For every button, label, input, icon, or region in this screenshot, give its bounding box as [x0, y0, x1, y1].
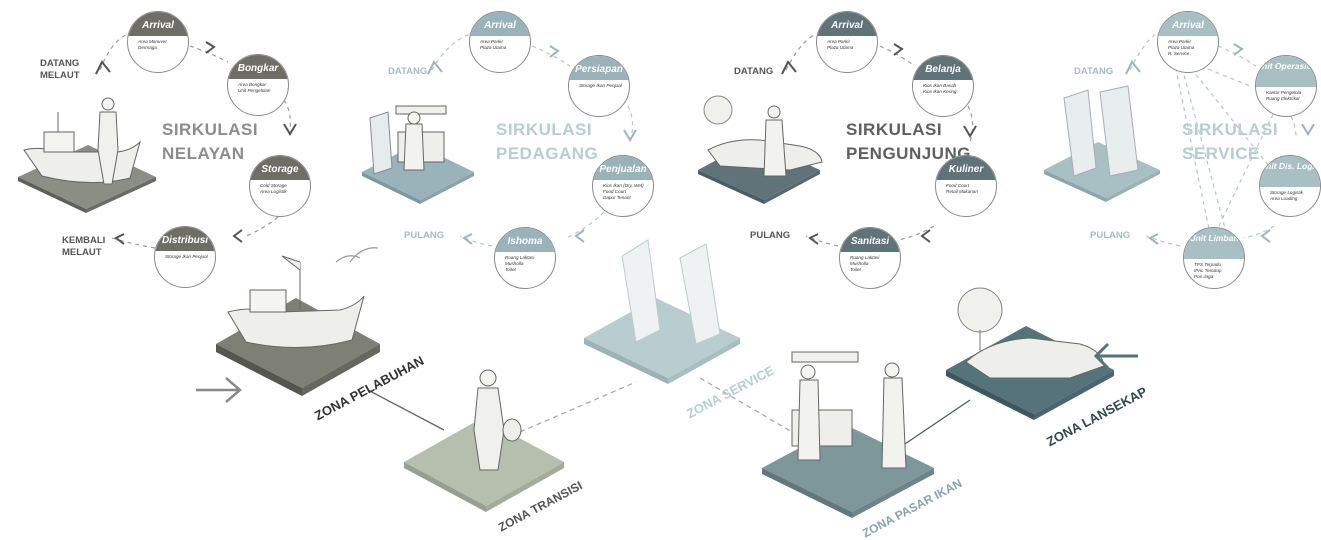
pedagang-arrows — [427, 45, 637, 245]
entry-arrow-left — [196, 377, 242, 403]
datang-melaut-label: DATANG MELAUT — [40, 58, 80, 82]
zone-connectors — [367, 377, 971, 451]
datang-label: DATANG — [734, 66, 774, 77]
node-item: Area Parkir — [827, 39, 850, 44]
sirkulasi-nelayan-title: SIRKULASI NELAYAN — [162, 118, 258, 166]
zona-transisi-platform — [404, 369, 564, 512]
node-item: Area Bongkar — [238, 82, 267, 87]
node-item: IPAL Tertutup — [1194, 268, 1222, 273]
label-line-2: MELAUT — [62, 247, 102, 258]
pengunjung-circulation-loop — [785, 33, 974, 247]
node-item: Area Loading — [1270, 196, 1298, 201]
node-item: Food Court — [946, 183, 969, 188]
node-item: Kantor Pengelola — [1266, 90, 1302, 95]
node-item: Ruang Elektrikal — [1266, 96, 1300, 101]
node-item: Kios Ikan (Dry, Wet) — [603, 183, 644, 188]
node-item: Kios Ikan Kering — [923, 89, 957, 94]
node-item: Area Logistik — [260, 189, 287, 194]
node-item: Storage Ikan Penjual — [579, 83, 622, 88]
pulang-label: PULANG — [1090, 230, 1131, 241]
node-nelayan-distribusi: Distribusi Storage Ikan Penjual — [154, 226, 216, 288]
node-pedagang-penjualan: Penjualan Kios Ikan (Dry, Wet)Food Court… — [592, 155, 654, 217]
pengunjung-platform — [698, 95, 823, 204]
label-line-2: MELAUT — [40, 70, 80, 81]
node-item: Cold Storage — [260, 183, 287, 188]
node-item: Area Manuver — [138, 39, 167, 44]
node-item: Unit Pengelolan — [238, 88, 271, 93]
label-line-1: KEMBALI — [62, 235, 106, 246]
node-item: Ruang Laktasi — [850, 255, 880, 260]
node-item: Pos Jaga — [1194, 274, 1214, 279]
pulang-label: PULANG — [750, 230, 791, 241]
title-line-1: SIRKULASI — [1182, 120, 1279, 139]
node-item: Musholla — [850, 261, 869, 266]
sirkulasi-pedagang-title: SIRKULASI PEDAGANG — [496, 118, 598, 166]
zona-service-platform — [584, 239, 740, 384]
node-item: Food Court — [603, 189, 626, 194]
node-item: Plaza Utama — [480, 45, 507, 50]
datang-label: DATANG — [1074, 66, 1114, 77]
node-service-unit-dis-logistik: Unit Dis. Logistik Storage LogistikArea … — [1259, 155, 1321, 217]
circulation-diagram: SIRKULASI NELAYAN DATANG MELAUT KEMBALI … — [18, 11, 1321, 540]
zona-pelabuhan-platform — [216, 247, 380, 396]
label-line-1: DATANG — [40, 58, 80, 69]
title-line-2: NELAYAN — [162, 144, 245, 163]
zona-lansekap-platform — [946, 287, 1114, 420]
node-item: Plaza Utama — [827, 45, 854, 50]
node-item: Area Parkir — [480, 39, 503, 44]
node-item: Storage Ikan Penjual — [165, 254, 208, 259]
node-item: Dermaga — [138, 45, 157, 50]
node-item: Dapur Tenant — [603, 195, 631, 200]
node-item: Toilet — [850, 267, 861, 272]
title-line-2: PENGUNJUNG — [846, 144, 971, 163]
node-item: Musholla — [505, 261, 524, 266]
boat-platform — [18, 97, 156, 213]
node-item: Retail Makanan — [946, 189, 978, 194]
node-item: Plaza Utama — [1168, 45, 1195, 50]
diagram-graphics — [18, 33, 1315, 518]
node-pedagang-persiapan: Persiapan Storage Ikan Penjual — [568, 55, 630, 117]
node-item: Area Parkir — [1168, 39, 1191, 44]
sirkulasi-service-title: SIRKULASI SERVICE — [1182, 118, 1278, 166]
zona-pasar-ikan-platform — [762, 351, 934, 518]
pulang-label: PULANG — [404, 230, 445, 241]
nelayan-arrows — [95, 41, 297, 245]
pedagang-platform — [362, 105, 474, 204]
pengunjung-arrows — [781, 43, 977, 245]
service-arrows — [1125, 43, 1315, 245]
kembali-melaut-label: KEMBALI MELAUT — [62, 235, 105, 259]
node-item: R. Service — [1168, 51, 1190, 56]
sirkulasi-pengunjung-title: SIRKULASI PENGUNJUNG — [846, 118, 971, 166]
node-item: Toilet — [505, 267, 516, 272]
node-item: Ruang Laktasi — [505, 255, 535, 260]
title-line-2: SERVICE — [1182, 144, 1260, 163]
title-line-1: SIRKULASI — [496, 120, 593, 139]
node-item: Storage Logistik — [1270, 190, 1303, 195]
datang-label: DATANG — [388, 66, 428, 77]
node-item: TPS Terpadu — [1194, 262, 1221, 267]
title-line-2: PEDAGANG — [496, 144, 599, 163]
node-item: Kios Ikan Basah — [923, 83, 957, 88]
title-line-1: SIRKULASI — [162, 120, 259, 139]
service-platform — [1044, 85, 1160, 202]
title-line-1: SIRKULASI — [846, 120, 943, 139]
entry-arrow-right — [1093, 342, 1138, 370]
